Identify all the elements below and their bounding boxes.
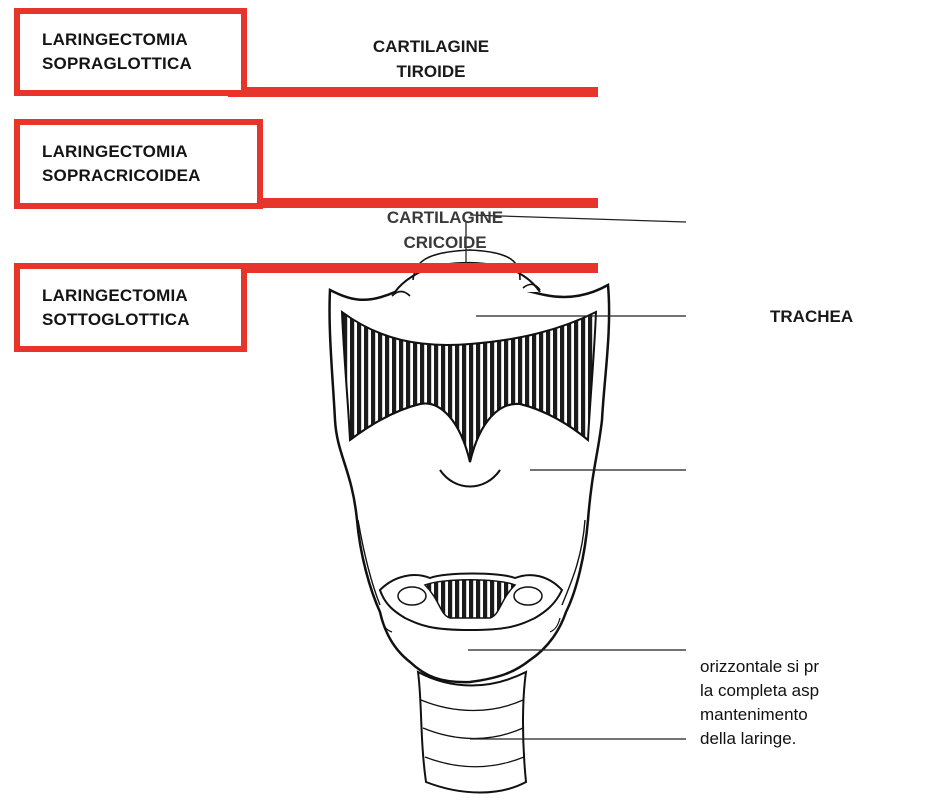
label-tiroide-line2: TIROIDE (346, 59, 516, 84)
text-fragment-line2: la completa asp (700, 679, 860, 703)
label-tiroide-line1: CARTILAGINE (346, 34, 516, 59)
label-cricoide-line2: CRICOIDE (355, 230, 535, 255)
box-laringectomia-sopraglottica: LARINGECTOMIA SOPRAGLOTTICA (14, 8, 247, 96)
label-cartilagine-cricoide: CARTILAGINE CRICOIDE (355, 205, 535, 255)
box-sopracricoidea-line2: SOPRACRICOIDEA (42, 164, 257, 188)
box-sopracricoidea-line1: LARINGECTOMIA (42, 140, 257, 164)
label-trachea: TRACHEA (770, 307, 853, 327)
box-laringectomia-sottoglottica: LARINGECTOMIA SOTTOGLOTTICA (14, 263, 247, 352)
text-fragment-line1: orizzontale si pr (700, 655, 860, 679)
box-sottoglottica-line1: LARINGECTOMIA (42, 284, 241, 308)
label-cricoide-line1: CARTILAGINE (355, 205, 535, 230)
larynx-outline (330, 250, 610, 682)
box-sottoglottica-line2: SOTTOGLOTTICA (42, 308, 241, 332)
box-laringectomia-sopracricoidea: LARINGECTOMIA SOPRACRICOIDEA (14, 119, 263, 209)
box-sopraglottica-line2: SOPRAGLOTTICA (42, 52, 241, 76)
label-cartilagine-tiroide: CARTILAGINE TIROIDE (346, 34, 516, 84)
box-sopraglottica-line1: LARINGECTOMIA (42, 28, 241, 52)
text-fragment-line3: mantenimento (700, 703, 860, 727)
text-fragment: orizzontale si pr la completa asp manten… (700, 655, 860, 751)
trachea-rings (418, 672, 526, 793)
text-fragment-line4: della laringe. (700, 727, 860, 751)
